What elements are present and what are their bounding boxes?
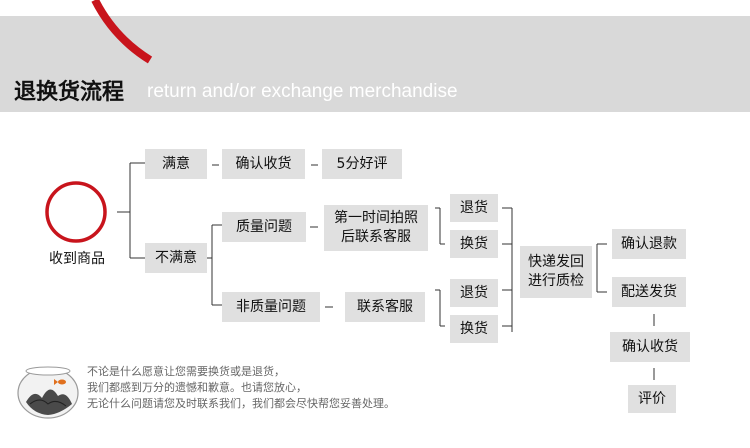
footer-line: 无论什么问题请您及时联系我们，我们都会尽快帮您妥善处理。 xyxy=(87,396,395,412)
footer-line: 我们都感到万分的遗憾和歉意。也请您放心， xyxy=(87,380,395,396)
footer-note: 不论是什么愿意让您需要换货或是退货， 我们都感到万分的遗憾和歉意。也请您放心， … xyxy=(87,364,395,412)
footer-line: 不论是什么愿意让您需要换货或是退货， xyxy=(87,364,395,380)
